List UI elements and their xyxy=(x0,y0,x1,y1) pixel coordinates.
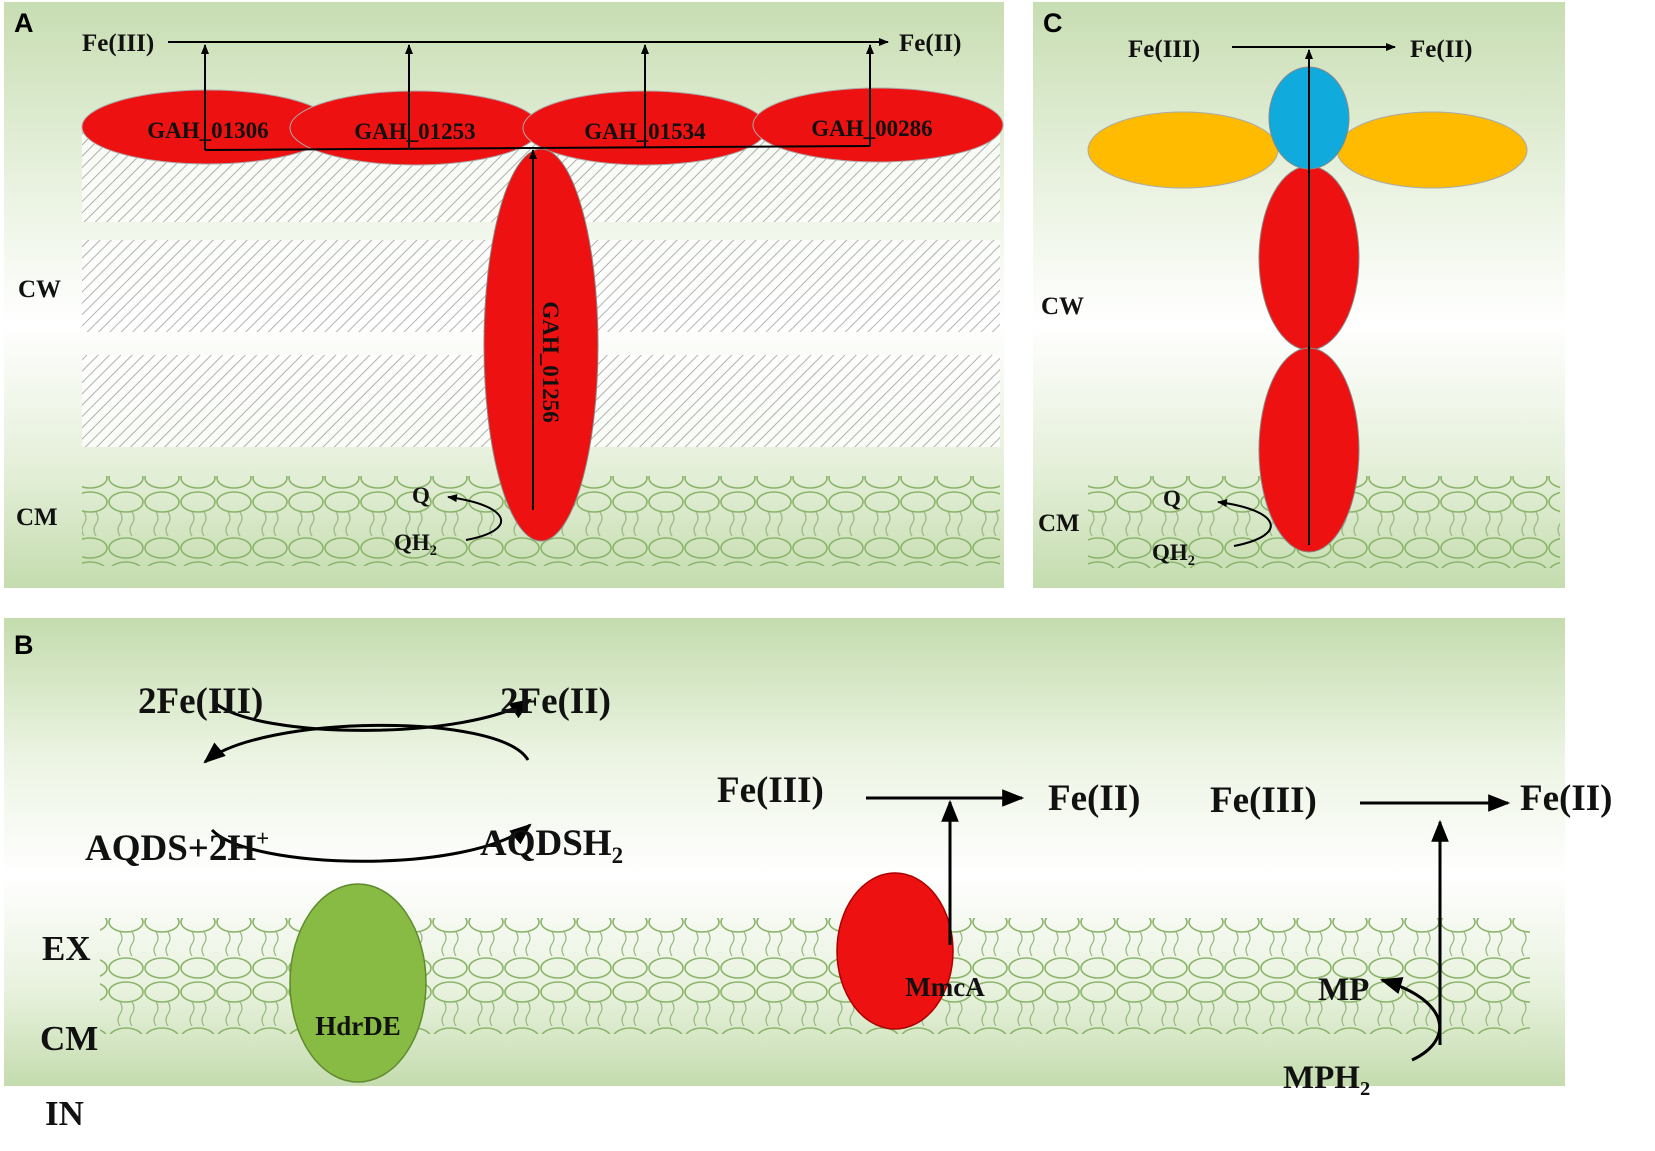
protein-hdrde xyxy=(289,883,427,1083)
layer-ex-label: EX xyxy=(42,929,91,968)
quinone-label: Q xyxy=(1163,486,1181,511)
quinone-arrow xyxy=(1217,499,1272,547)
fe-ii-label: Fe(II) xyxy=(899,30,961,57)
panel-a: A Fe(III) Fe(II) GAH_01306 GAH_01253 GAH… xyxy=(4,2,1004,588)
quinone-arrow xyxy=(447,494,503,541)
aqdsh2-label: AQDSH2 xyxy=(480,823,623,868)
mp-label: MP xyxy=(1318,972,1369,1008)
panel-c: C Fe(III) Fe(II) CW CM Q QH2 xyxy=(1033,2,1565,588)
quinol-label: QH2 xyxy=(1152,540,1195,569)
protein-gah-00286 xyxy=(752,87,1004,163)
hdrde-label: HdrDE xyxy=(315,1011,401,1041)
protein-label-gah-00286: GAH_00286 xyxy=(811,116,932,141)
layer-in-label: IN xyxy=(45,1094,84,1133)
2fe-ii-label: 2Fe(II) xyxy=(500,681,611,722)
protein-mmca xyxy=(836,872,954,1030)
protein-orange-right xyxy=(1336,111,1528,189)
panel-letter-b: B xyxy=(14,630,34,660)
panel-b: B 2Fe(III) 2Fe(II) AQDS+2H+ AQDSH2 HdrDE… xyxy=(4,618,1612,1133)
2fe-iii-label: 2Fe(III) xyxy=(138,681,263,722)
protein-label-gah-01306: GAH_01306 xyxy=(147,118,268,143)
fe-reduction-arc xyxy=(214,698,532,732)
layer-cw-label: CW xyxy=(18,276,61,303)
mmca-label: MmcA xyxy=(905,972,985,1002)
methanophenazine-arrow xyxy=(1379,977,1441,1062)
panel-letter-a: A xyxy=(14,8,34,38)
fe-iii-label: Fe(III) xyxy=(1128,36,1200,63)
fe-ii-label: Fe(II) xyxy=(1520,778,1612,819)
protein-label-gah-01256: GAH_01256 xyxy=(538,301,563,422)
protein-gah-01256 xyxy=(483,148,599,542)
layer-cm-label: CM xyxy=(40,1019,98,1058)
protein-orange-left xyxy=(1087,111,1279,189)
aqdsh2-oxidation-arc xyxy=(203,723,530,764)
quinol-label: QH2 xyxy=(394,530,437,559)
panel-letter-c: C xyxy=(1043,8,1063,38)
fe-iii-label: Fe(III) xyxy=(82,30,154,57)
layer-cw-label: CW xyxy=(1041,293,1084,320)
fe-ii-label: Fe(II) xyxy=(1410,36,1472,63)
layer-cm-label: CM xyxy=(1038,510,1080,537)
protein-label-gah-01534: GAH_01534 xyxy=(584,119,706,144)
aqds-reduction-arc xyxy=(210,823,532,863)
mph2-label: MPH2 xyxy=(1283,1060,1370,1100)
protein-label-gah-01253: GAH_01253 xyxy=(354,119,475,144)
electron-path-line xyxy=(204,145,871,151)
fe-iii-label: Fe(III) xyxy=(1210,780,1317,821)
aqds-label: AQDS+2H+ xyxy=(85,826,269,869)
fe-ii-label: Fe(II) xyxy=(1048,778,1140,819)
quinone-label: Q xyxy=(412,483,430,508)
layer-cm-label: CM xyxy=(16,504,58,531)
fe-iii-label: Fe(III) xyxy=(717,770,824,811)
